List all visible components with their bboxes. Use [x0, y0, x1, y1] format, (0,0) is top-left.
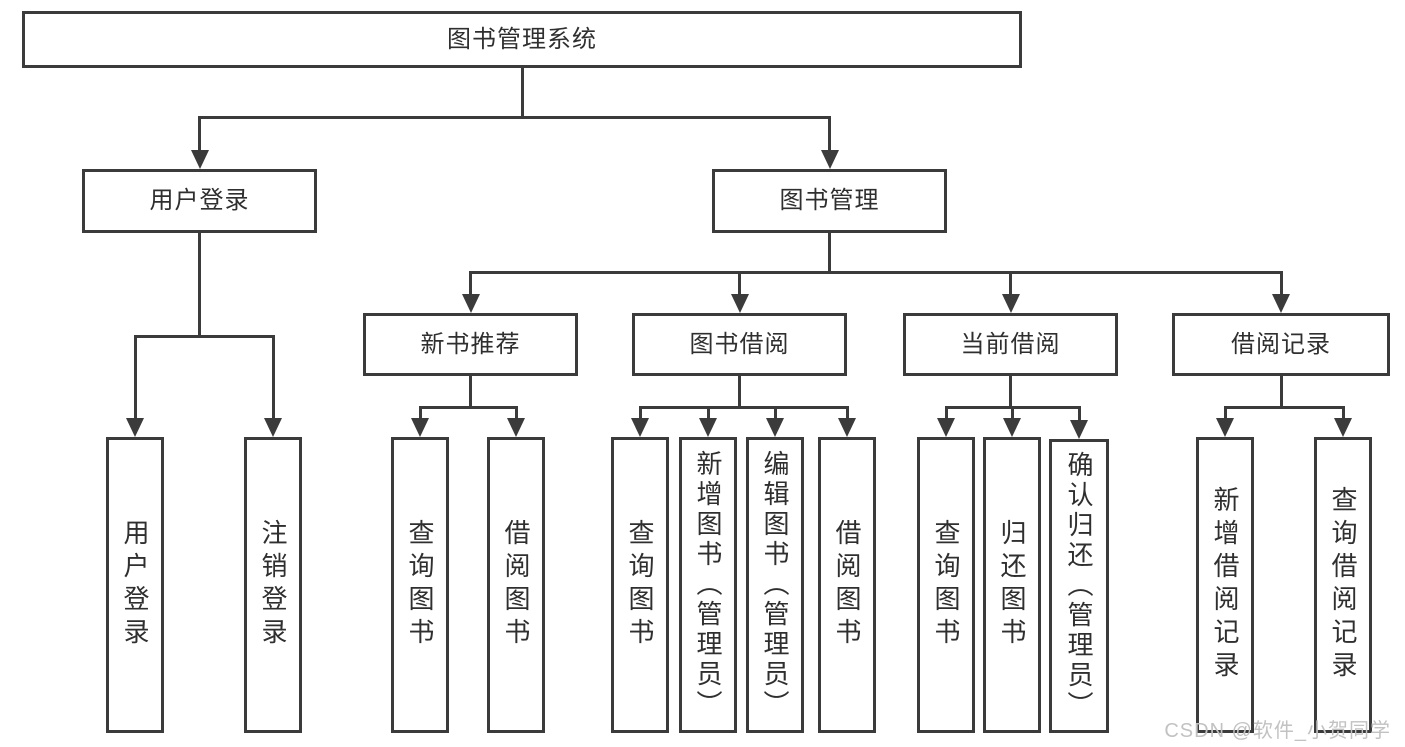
- node-book-mgmt-label: 图书管理: [779, 187, 880, 214]
- node-leaf-cb-return-book: 归还图书: [983, 437, 1041, 733]
- connector-stem: [828, 233, 831, 274]
- node-leaf-cb-query-book-label: 查询图书: [931, 519, 961, 651]
- node-leaf-logout: 注销登录: [244, 437, 302, 733]
- node-borrow-records-label: 借阅记录: [1231, 330, 1331, 358]
- connector-arrow-shaft: [418, 407, 422, 421]
- node-book-borrow-label: 图书借阅: [689, 330, 790, 358]
- node-root: 图书管理系统: [22, 11, 1022, 68]
- arrow-down-icon: [190, 150, 209, 169]
- node-leaf-cb-confirm-return: 确认归还（管理员）: [1049, 439, 1109, 733]
- node-leaf-bb-edit-book: 编辑图书（管理员）: [746, 437, 804, 733]
- arrow-down-icon: [631, 418, 649, 437]
- connector-stem: [1009, 376, 1012, 409]
- node-new-book-rec-label: 新书推荐: [420, 330, 521, 358]
- arrow-down-icon: [820, 150, 839, 169]
- connector-arrow-shaft: [469, 272, 472, 297]
- arrow-down-icon: [766, 418, 784, 437]
- arrow-down-icon: [461, 294, 480, 313]
- node-leaf-bb-query-book-label: 查询图书: [625, 519, 655, 651]
- node-leaf-bb-add-book: 新增图书（管理员）: [679, 437, 737, 733]
- connector-arrow-shaft: [1077, 407, 1081, 423]
- node-user-login-label: 用户登录: [149, 187, 250, 214]
- node-leaf-br-add-record-label: 新增借阅记录: [1210, 486, 1240, 684]
- arrow-down-icon: [937, 418, 955, 437]
- node-leaf-nbr-borrow-book-label: 借阅图书: [501, 519, 531, 651]
- connector-stem: [738, 376, 741, 409]
- node-leaf-br-query-record: 查询借阅记录: [1314, 437, 1372, 733]
- connector-arrow-shaft: [1010, 407, 1014, 421]
- node-current-borrow: 当前借阅: [903, 313, 1118, 376]
- connector-stem: [469, 376, 472, 409]
- node-current-borrow-label: 当前借阅: [960, 330, 1061, 358]
- connector-arrow-shaft: [1223, 407, 1227, 421]
- node-leaf-bb-query-book: 查询图书: [611, 437, 669, 733]
- connector-arrow-shaft: [638, 407, 642, 421]
- connector-arrow-shaft: [773, 407, 777, 421]
- node-borrow-records: 借阅记录: [1172, 313, 1390, 376]
- connector-arrow-shaft: [738, 272, 741, 297]
- node-leaf-br-add-record: 新增借阅记录: [1196, 437, 1254, 733]
- arrow-down-icon: [1001, 294, 1020, 313]
- arrow-down-icon: [1003, 418, 1021, 437]
- connector-arrow-shaft: [133, 336, 137, 421]
- connector-arrow-shaft: [198, 117, 201, 153]
- node-leaf-bb-borrow-book-label: 借阅图书: [832, 519, 862, 651]
- arrow-down-icon: [1070, 420, 1088, 439]
- connector-bus: [133, 334, 275, 338]
- connector-arrow-shaft: [845, 407, 849, 421]
- connector-arrow-shaft: [944, 407, 948, 421]
- node-leaf-user-login: 用户登录: [106, 437, 164, 733]
- node-leaf-cb-confirm-return-label: 确认归还（管理员）: [1064, 451, 1094, 721]
- connector-arrow-shaft: [514, 407, 518, 421]
- arrow-down-icon: [1272, 294, 1290, 313]
- connector-bus: [638, 405, 849, 409]
- watermark: CSDN @软件_小贺同学: [1164, 720, 1391, 742]
- node-book-mgmt: 图书管理: [712, 169, 947, 233]
- connector-stem: [520, 68, 524, 119]
- node-leaf-bb-add-book-label: 新增图书（管理员）: [693, 450, 723, 720]
- connector-arrow-shaft: [271, 336, 275, 421]
- arrow-down-icon: [838, 418, 856, 437]
- node-leaf-user-login-label: 用户登录: [120, 519, 150, 651]
- connector-arrow-shaft: [706, 407, 710, 421]
- node-leaf-logout-label: 注销登录: [258, 519, 288, 651]
- connector-bus: [198, 115, 831, 119]
- connector-arrow-shaft: [1009, 272, 1012, 297]
- node-leaf-nbr-query-book: 查询图书: [391, 437, 449, 733]
- arrow-down-icon: [507, 418, 525, 437]
- connector-bus: [1223, 405, 1345, 409]
- node-leaf-br-query-record-label: 查询借阅记录: [1328, 486, 1358, 684]
- connector-bus: [469, 270, 1283, 274]
- node-leaf-bb-edit-book-label: 编辑图书（管理员）: [760, 450, 790, 720]
- arrow-down-icon: [730, 294, 749, 313]
- connector-arrow-shaft: [828, 117, 831, 153]
- node-root-label: 图书管理系统: [447, 25, 597, 53]
- arrow-down-icon: [1216, 418, 1234, 437]
- arrow-down-icon: [126, 418, 144, 437]
- arrow-down-icon: [1334, 418, 1352, 437]
- connector-arrow-shaft: [1341, 407, 1345, 421]
- connector-stem: [198, 233, 201, 338]
- arrow-down-icon: [699, 418, 717, 437]
- node-leaf-nbr-borrow-book: 借阅图书: [487, 437, 545, 733]
- node-leaf-cb-query-book: 查询图书: [917, 437, 975, 733]
- node-leaf-cb-return-book-label: 归还图书: [997, 519, 1027, 651]
- connector-arrow-shaft: [1279, 272, 1283, 297]
- node-leaf-bb-borrow-book: 借阅图书: [818, 437, 876, 733]
- node-user-login: 用户登录: [82, 169, 317, 233]
- arrow-down-icon: [411, 418, 429, 437]
- node-book-borrow: 图书借阅: [632, 313, 847, 376]
- connector-stem: [1279, 376, 1283, 409]
- arrow-down-icon: [264, 418, 282, 437]
- connector-bus: [418, 405, 518, 409]
- node-new-book-rec: 新书推荐: [363, 313, 578, 376]
- node-leaf-nbr-query-book-label: 查询图书: [405, 519, 435, 651]
